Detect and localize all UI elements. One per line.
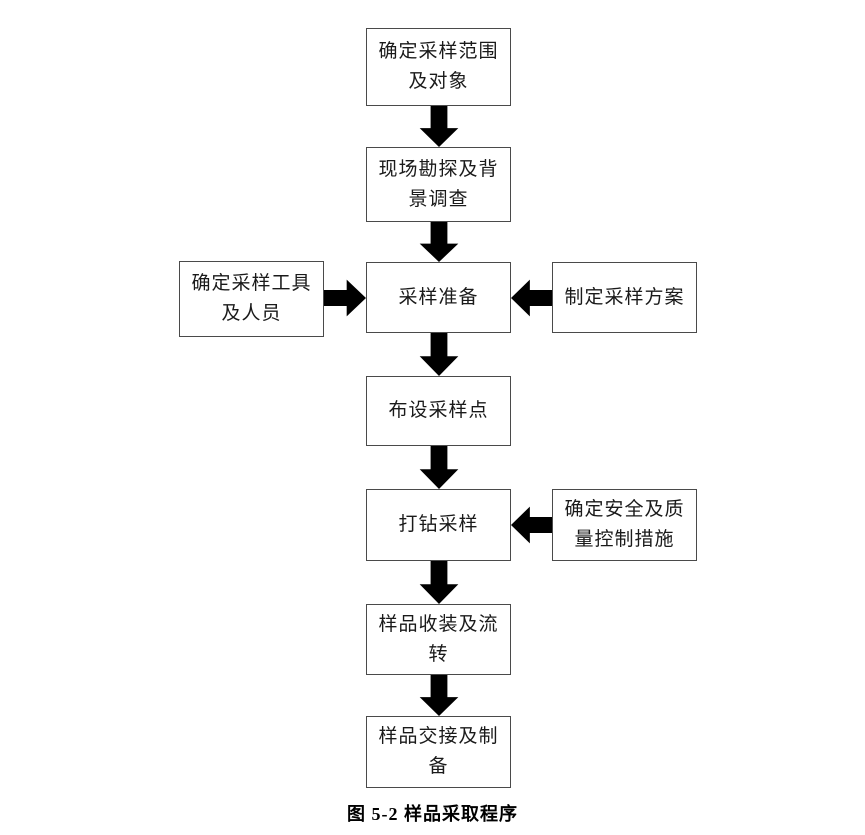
flow-node-line-2: 转 (428, 643, 449, 665)
flow-node-handover: 样品交接及制备 (366, 716, 511, 788)
flow-node-label: 确定采样工具及人员 (186, 269, 317, 329)
flow-arrow-tools-to-preparation (324, 278, 366, 318)
flow-node-plan: 制定采样方案 (552, 262, 697, 333)
flow-node-line-2: 景调查 (408, 188, 469, 210)
flow-arrow-drilling-to-packing (418, 561, 460, 604)
flow-arrow-packing-to-handover (418, 675, 460, 716)
flow-node-line-1: 确定采样工具 (191, 273, 312, 294)
flow-node-label: 确定采样范围及对象 (373, 37, 504, 97)
flow-node-tools: 确定采样工具及人员 (179, 261, 324, 337)
flow-node-line-1: 采样准备 (398, 286, 479, 308)
flow-node-label: 现场勘探及背景调查 (373, 155, 504, 215)
flow-arrow-safety-to-drilling (511, 505, 552, 545)
flow-node-line-2: 及对象 (408, 71, 469, 92)
flow-node-line-2: 备 (428, 756, 449, 777)
flow-node-line-2: 及人员 (221, 303, 282, 324)
flow-node-preparation: 采样准备 (366, 262, 511, 333)
flow-arrow-scope-to-survey (418, 106, 460, 147)
flow-node-safety: 确定安全及质量控制措施 (552, 489, 697, 561)
flow-node-line-1: 确定安全及质 (564, 499, 685, 520)
flow-arrow-preparation-to-points (418, 333, 460, 376)
flow-node-line-1: 现场勘探及背 (378, 158, 499, 180)
flow-node-line-1: 样品收装及流 (378, 613, 499, 635)
flow-arrow-plan-to-preparation (511, 278, 552, 318)
flow-node-label: 制定采样方案 (559, 283, 690, 313)
flow-arrow-points-to-drilling (418, 446, 460, 489)
flow-node-label: 确定安全及质量控制措施 (559, 495, 690, 555)
figure-caption: 图 5-2 样品采取程序 (347, 804, 518, 824)
flow-node-scope: 确定采样范围及对象 (366, 28, 511, 106)
flow-node-label: 样品收装及流转 (373, 610, 504, 670)
flow-node-line-1: 制定采样方案 (564, 286, 685, 308)
flow-node-line-1: 打钻采样 (398, 514, 479, 535)
flow-node-line-1: 确定采样范围 (378, 41, 499, 62)
flow-node-label: 打钻采样 (373, 510, 504, 540)
flow-node-label: 采样准备 (373, 283, 504, 313)
flow-node-points: 布设采样点 (366, 376, 511, 446)
flow-node-line-1: 样品交接及制 (378, 726, 499, 747)
flow-node-packing: 样品收装及流转 (366, 604, 511, 675)
flow-node-drilling: 打钻采样 (366, 489, 511, 561)
flow-node-line-2: 量控制措施 (574, 529, 675, 550)
flow-node-line-1: 布设采样点 (388, 400, 489, 421)
flow-node-label: 布设采样点 (373, 396, 504, 426)
flow-arrow-survey-to-preparation (418, 222, 460, 262)
flow-node-label: 样品交接及制备 (373, 722, 504, 782)
flow-node-survey: 现场勘探及背景调查 (366, 147, 511, 222)
